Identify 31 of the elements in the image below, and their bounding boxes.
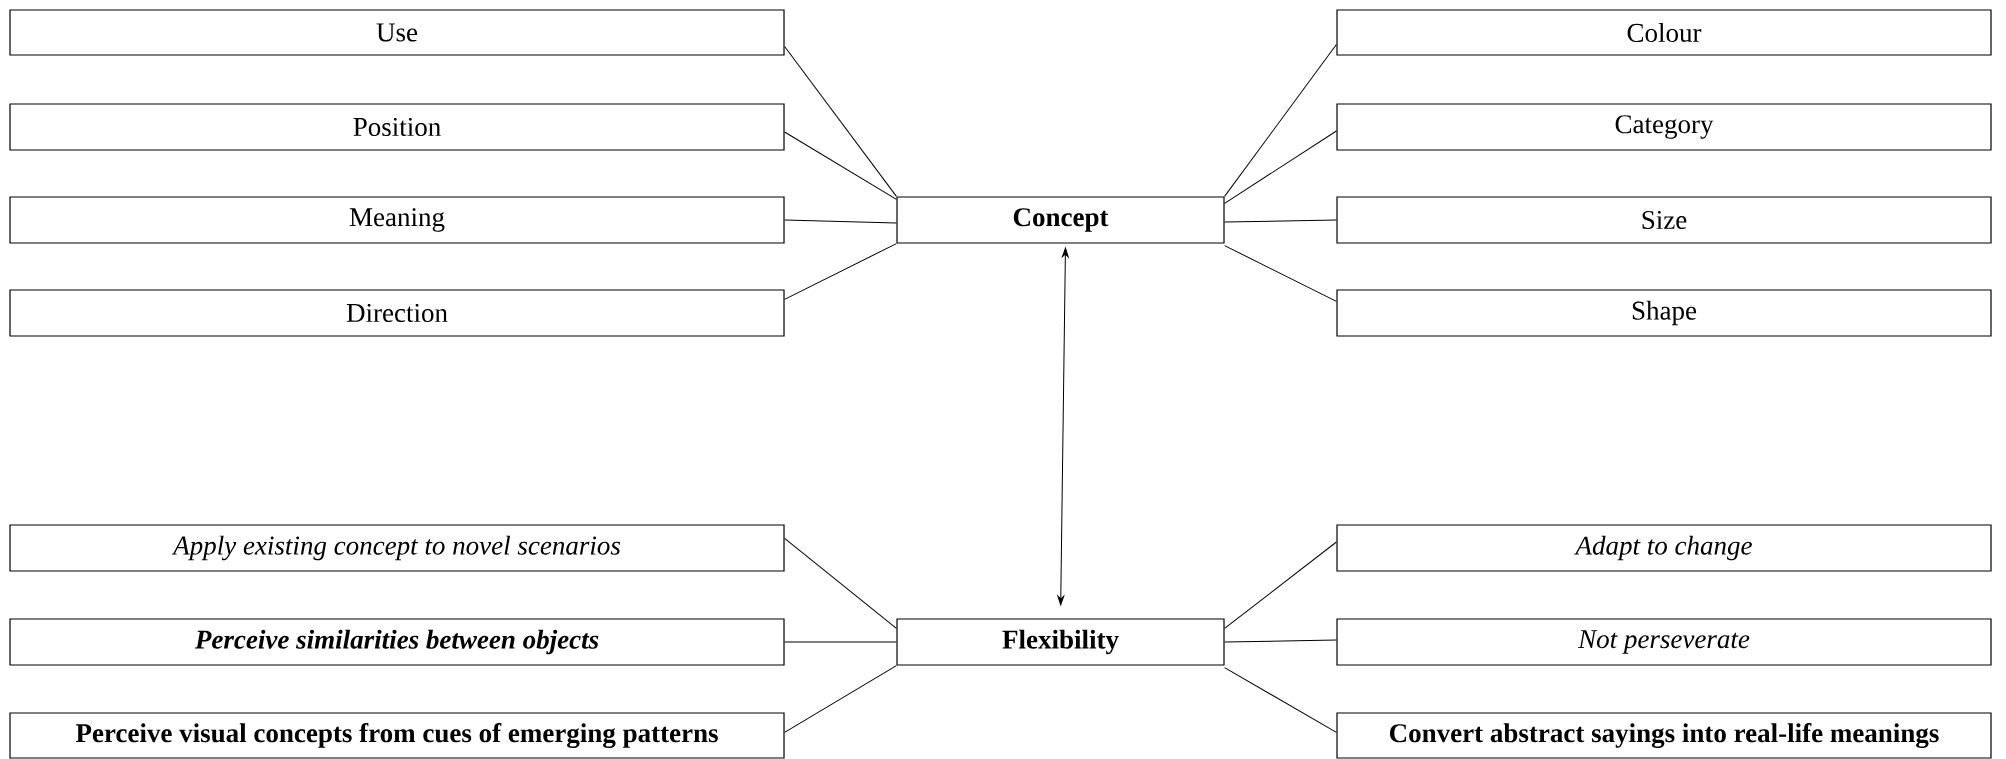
- connector-line: [784, 243, 897, 300]
- connector-line: [784, 219, 897, 224]
- attribute-box: Direction: [9, 289, 785, 337]
- connector-line: [1224, 44, 1337, 197]
- concept-box: Flexibility: [896, 618, 1225, 666]
- attribute-box: Shape: [1336, 289, 1992, 337]
- attribute-box: Meaning: [9, 196, 785, 244]
- connector-line: [1224, 219, 1337, 223]
- arrow: [1057, 247, 1069, 606]
- attribute-box: Colour: [1336, 9, 1992, 56]
- skill-box: Convert abstract sayings into real-life meanings: [1336, 712, 1992, 759]
- connector-line: [1224, 667, 1337, 733]
- skill-box: Perceive similarities between objects: [9, 618, 785, 666]
- attribute-box: Use: [9, 9, 785, 56]
- connector-line: [784, 537, 897, 629]
- skill-box: Perceive visual concepts from cues of emerging patterns: [9, 712, 785, 759]
- connector-line: [784, 131, 897, 200]
- connector-line: [784, 46, 897, 197]
- skill-box: Apply existing concept to novel scenarios: [9, 524, 785, 572]
- attribute-box: Category: [1336, 103, 1992, 151]
- concept-box: Concept: [896, 196, 1225, 244]
- connector-line: [784, 641, 897, 643]
- skill-box: Adapt to change: [1336, 524, 1992, 572]
- connector-line: [784, 665, 897, 733]
- attribute-box: Size: [1336, 196, 1992, 244]
- connector-line: [1224, 639, 1337, 643]
- connector-line: [1224, 541, 1337, 629]
- connector-line: [1224, 245, 1337, 302]
- connector-line: [1224, 130, 1337, 204]
- skill-box: Not perseverate: [1336, 618, 1992, 666]
- attribute-box: Position: [9, 103, 785, 151]
